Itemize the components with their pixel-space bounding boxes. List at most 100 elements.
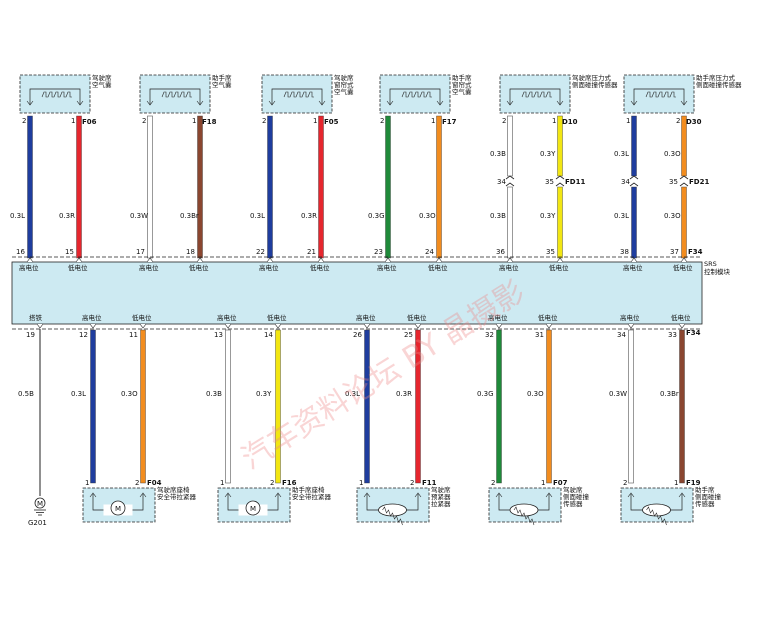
module-top-pin-label: 高电位 (377, 263, 397, 272)
top-pin-number: 1 (552, 117, 556, 125)
svg-text:M: M (250, 505, 256, 513)
bottom-wire-label: 0.3L (345, 390, 360, 398)
wire-label-upper: 0.3O (664, 150, 681, 158)
wire-label: 0.3G (368, 212, 385, 220)
bottom-component-connector: F19 (686, 479, 701, 487)
top-pin-number: 1 (431, 117, 435, 125)
ground-symbol: M (34, 497, 46, 516)
svg-text:1: 1 (359, 479, 363, 487)
bottom-component-label: 传感器 (563, 499, 583, 508)
wire-bottom-pin31 (546, 329, 552, 484)
module-bottom-pin-label: 高电位 (488, 313, 508, 322)
wire-bottom-pin12 (90, 329, 96, 484)
wire-c5-pin2-lower (507, 186, 513, 259)
top-component-label: 助手席压力式 (696, 73, 736, 82)
module-bottom-pin-number: 34 (617, 331, 626, 339)
bottom-component-label: 助手席座椅 (292, 485, 325, 494)
module-bottom-pin-number: 26 (353, 331, 362, 339)
module-bottom-pin-number: 32 (485, 331, 494, 339)
wire-bottom-pin13 (225, 329, 231, 484)
top-component-connector: D10 (562, 118, 578, 126)
wire-c2-pin2 (147, 115, 153, 259)
wire-bottom-pin26 (364, 329, 370, 484)
wire-label-upper: 0.3L (614, 150, 629, 158)
top-pin-number: 2 (502, 117, 506, 125)
bottom-component-label: 侧面碰撞 (695, 492, 722, 501)
wire-c3-pin1 (318, 115, 324, 259)
top-pin-number: 1 (192, 117, 196, 125)
top-component-label: 驾驶席压力式 (572, 73, 612, 82)
bottom-component-connector: F11 (422, 479, 437, 487)
wire-label: 0.3R (59, 212, 75, 220)
module-bottom-pin-label: 搭铁 (29, 313, 43, 322)
wire-label-lower: 0.3O (664, 212, 681, 220)
wire-label-lower: 0.3B (490, 212, 506, 220)
svg-text:2: 2 (270, 479, 274, 487)
module-bottom-pin-label: 高电位 (217, 313, 237, 322)
bottom-component-label: 助手席 (695, 485, 715, 494)
top-component-label: 窗帘式 (452, 80, 472, 89)
top-component-c1 (19, 74, 91, 114)
wires-layer (27, 115, 689, 496)
top-pin-number: 2 (142, 117, 146, 125)
top-component-connector: F18 (202, 118, 217, 126)
wire-c4-pin2 (385, 115, 391, 259)
bottom-wire-label: 0.3G (477, 390, 494, 398)
wire-label: 0.3Br (180, 212, 199, 220)
wire-c2-pin1 (197, 115, 203, 259)
module-bottom-pin-number: 12 (79, 331, 88, 339)
wire-c1-pin2 (27, 115, 33, 259)
bottom-component-label: 驾驶席 (563, 485, 583, 494)
bottom-component-label: 安全带拉紧器 (292, 492, 332, 501)
top-component-label: 侧面碰撞传感器 (572, 80, 618, 89)
wire-bottom-pin34 (628, 329, 634, 484)
module-top-pin-number: 36 (496, 248, 505, 256)
module-bottom-pin-number: 25 (404, 331, 413, 339)
top-component-c4 (379, 74, 451, 114)
svg-text:2: 2 (623, 479, 627, 487)
top-component-connector: F17 (442, 118, 457, 126)
bottom-component-connector: F07 (553, 479, 568, 487)
module-bottom-pin-label: 低电位 (407, 313, 427, 322)
inline-pin: 35 (669, 178, 678, 186)
wire-bottom-pin11 (140, 329, 146, 484)
module-top-pin-number: 23 (374, 248, 383, 256)
top-component-label: 助手席 (212, 73, 232, 82)
svg-text:2: 2 (410, 479, 414, 487)
svg-text:1: 1 (85, 479, 89, 487)
module-bottom-pin-label: 低电位 (132, 313, 152, 322)
bottom-component-b3 (356, 487, 430, 526)
module-top-connector: F34 (688, 248, 703, 256)
bottom-wire-label: 0.3Y (256, 390, 272, 398)
wire-label-lower: 0.3L (614, 212, 629, 220)
wire-label: 0.3R (301, 212, 317, 220)
bottom-component-label: 侧面碰撞 (563, 492, 590, 501)
svg-text:M: M (37, 500, 43, 508)
top-component-connector: F05 (324, 118, 339, 126)
wire-c4-pin1 (436, 115, 442, 259)
bottom-component-label: 安全带拉紧器 (157, 492, 197, 501)
module-top-pin-label: 高电位 (499, 263, 519, 272)
srs-module-layer (11, 256, 703, 330)
top-component-c2 (139, 74, 211, 114)
bottom-component-label: 拉紧器 (431, 499, 451, 508)
module-top-pin-number: 17 (136, 248, 145, 256)
module-top-pin-label: 低电位 (673, 263, 693, 272)
wire-c6-pin2-lower (681, 186, 687, 259)
wire-bottom-pin32 (496, 329, 502, 484)
wire-c6-pin1-upper (631, 115, 637, 177)
bottom-component-label: 驾驶席座椅 (157, 485, 190, 494)
bottom-wire-label: 0.3B (206, 390, 222, 398)
srs-module-box (11, 261, 703, 325)
wire-label: 0.3L (10, 212, 25, 220)
top-component-label: 驾驶席 (92, 73, 112, 82)
bottom-component-b1: M (82, 487, 156, 523)
module-bottom-pin-label: 高电位 (356, 313, 376, 322)
top-component-label: 驾驶席 (334, 73, 354, 82)
top-component-label: 空气囊 (92, 80, 112, 89)
top-pin-number: 1 (626, 117, 630, 125)
top-component-connector: D30 (686, 118, 702, 126)
module-top-pin-label: 低电位 (310, 263, 330, 272)
